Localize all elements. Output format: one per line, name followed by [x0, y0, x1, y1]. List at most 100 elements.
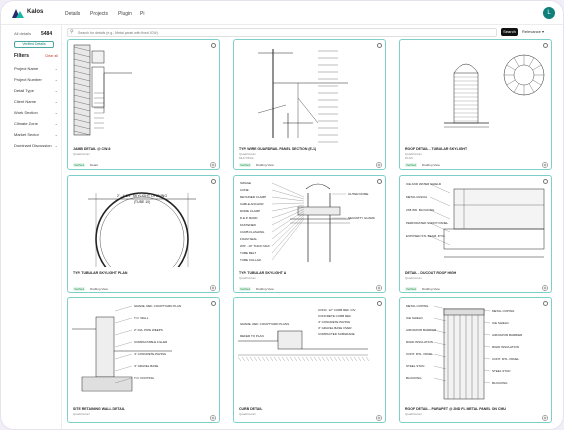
- svg-text:OUTER DOME: OUTER DOME: [348, 192, 368, 196]
- svg-text:METAL COPING: METAL COPING: [406, 304, 429, 308]
- svg-text:4" GRAVEL BASE OVER: 4" GRAVEL BASE OVER: [318, 326, 352, 330]
- app-logo-icon[interactable]: [11, 8, 25, 19]
- select-checkbox[interactable]: [211, 179, 216, 184]
- svg-text:RIGID INSULATION: RIGID INSULATION: [406, 340, 433, 344]
- verified-badge: Verified: [239, 287, 252, 291]
- chevron-down-icon: ⌄: [54, 132, 58, 137]
- search-button[interactable]: Search: [501, 28, 518, 36]
- svg-text:BLOCKING: BLOCKING: [406, 376, 422, 380]
- expand-icon[interactable]: [376, 162, 382, 168]
- svg-text:CURB FLASHING: CURB FLASHING: [240, 230, 265, 234]
- filter-item[interactable]: Project Name⌄: [14, 66, 58, 71]
- filter-item[interactable]: Detail Type⌄: [14, 88, 58, 93]
- nav-details[interactable]: Details: [65, 11, 81, 17]
- svg-text:D.E.P. BAND: D.E.P. BAND: [240, 216, 258, 220]
- detail-thumbnail[interactable]: 2' - 4 1/2" SKYLIGHT OPENING(TUBE 10): [72, 179, 215, 286]
- svg-text:2X8 WD. BLOCKING: 2X8 WD. BLOCKING: [406, 208, 435, 212]
- filter-label: Detail Type: [14, 88, 34, 93]
- card-type-tag: Drafting View: [256, 163, 274, 167]
- detail-drawing: [72, 43, 215, 143]
- verified-details-button[interactable]: Verified Details: [14, 41, 54, 48]
- select-checkbox[interactable]: [377, 179, 382, 184]
- expand-icon[interactable]: [210, 162, 216, 168]
- card-title: TYP. TUBULAR SKYLIGHT A: [239, 271, 287, 275]
- user-avatar[interactable]: L: [543, 7, 555, 19]
- expand-icon[interactable]: [376, 285, 382, 291]
- sort-select[interactable]: Relevance ▾: [522, 29, 544, 34]
- svg-text:CONC. 12" CURB REF. CIV.: CONC. 12" CURB REF. CIV.: [318, 308, 356, 312]
- chevron-down-icon: ⌄: [54, 66, 58, 71]
- svg-text:CONCRETE CURB REF.: CONCRETE CURB REF.: [318, 314, 352, 318]
- filter-item[interactable]: Project Number⌄: [14, 77, 58, 82]
- card-type-tag: Drafting View: [422, 163, 440, 167]
- filter-item[interactable]: Market Sector⌄: [14, 132, 58, 137]
- clear-all-link[interactable]: Clear all: [45, 54, 58, 58]
- svg-text:RETAINER CLAMP: RETAINER CLAMP: [240, 195, 266, 199]
- detail-thumbnail[interactable]: [238, 43, 381, 143]
- expand-icon[interactable]: [542, 285, 548, 291]
- expand-icon[interactable]: [542, 162, 548, 168]
- expand-icon[interactable]: [210, 285, 216, 291]
- svg-text:EXPOSED STL BEAM, P.T.D.: EXPOSED STL BEAM, P.T.D.: [406, 234, 446, 238]
- expand-icon[interactable]: [542, 415, 548, 421]
- detail-thumbnail[interactable]: [404, 43, 547, 143]
- svg-text:COMPACTED SUBGRADE: COMPACTED SUBGRADE: [318, 332, 355, 336]
- select-checkbox[interactable]: [543, 43, 548, 48]
- card-type-tag: Drafting View: [90, 287, 108, 291]
- svg-text:CONT. MTL. PANEL: CONT. MTL. PANEL: [492, 357, 519, 361]
- search-input[interactable]: [78, 30, 488, 36]
- expand-icon[interactable]: [210, 415, 216, 421]
- select-checkbox[interactable]: [377, 43, 382, 48]
- nav-more[interactable]: Pi: [140, 11, 145, 17]
- select-checkbox[interactable]: [211, 301, 216, 306]
- select-checkbox[interactable]: [543, 301, 548, 306]
- verified-badge: Verified: [405, 287, 418, 291]
- detail-thumbnail[interactable]: [72, 43, 215, 143]
- filter-item[interactable]: Work Section⌄: [14, 110, 58, 115]
- select-checkbox[interactable]: [377, 301, 382, 306]
- detail-card[interactable]: GRADE, REF. COURTYARD PLANS REFER TO PLAN…: [233, 297, 386, 423]
- search-bar: ⚲: [67, 28, 497, 37]
- filter-item[interactable]: Climate Zone⌄: [14, 121, 58, 126]
- verified-badge: Verified: [239, 163, 252, 167]
- search-icon: ⚲: [70, 29, 74, 35]
- card-title: CURB DETAIL: [239, 407, 263, 411]
- svg-text:4" GRAVEL BASE: 4" GRAVEL BASE: [134, 364, 158, 368]
- nav-plugin[interactable]: Plugin: [118, 11, 132, 17]
- select-checkbox[interactable]: [211, 43, 216, 48]
- card-org: Quadriculum: [73, 152, 91, 156]
- detail-card[interactable]: TYP. WIRE GUARDRAIL PANEL SECTION (E-1)Q…: [233, 39, 386, 170]
- svg-text:STEEL STUD: STEEL STUD: [406, 364, 425, 368]
- svg-text:ICE SHIELD: ICE SHIELD: [492, 321, 510, 325]
- select-checkbox[interactable]: [543, 179, 548, 184]
- chevron-down-icon: ▾: [542, 29, 545, 34]
- expand-icon[interactable]: [376, 415, 382, 421]
- svg-text:ICE AND WATER SHIELD: ICE AND WATER SHIELD: [406, 182, 442, 186]
- card-org: Quadriculum: [405, 152, 423, 156]
- card-org: Quadriculum: [73, 412, 91, 416]
- svg-text:CONE: CONE: [240, 188, 249, 192]
- nav-projects[interactable]: Projects: [90, 11, 109, 17]
- detail-thumbnail[interactable]: GRADE, REF. COURTYARD PLANS REFER TO PLAN…: [237, 301, 381, 403]
- card-title: ROOF DETAIL - TUBULAR SKYLIGHT: [405, 147, 468, 151]
- svg-text:REFER TO PLAN: REFER TO PLAN: [240, 334, 264, 338]
- filter-item[interactable]: Client Name⌄: [14, 99, 58, 104]
- filter-label: Client Name: [14, 99, 37, 104]
- chevron-down-icon: ⌄: [54, 143, 58, 148]
- filter-item[interactable]: Dominant Discussion⌄: [14, 143, 58, 148]
- chevron-down-icon: ⌄: [54, 110, 58, 115]
- detail-card[interactable]: 2' - 4 1/2" SKYLIGHT OPENING(TUBE 10)TYP…: [67, 175, 220, 293]
- svg-text:GRADE, REF. COURTYARD PLANS: GRADE, REF. COURTYARD PLANS: [240, 322, 289, 326]
- detail-drawing: [238, 43, 381, 143]
